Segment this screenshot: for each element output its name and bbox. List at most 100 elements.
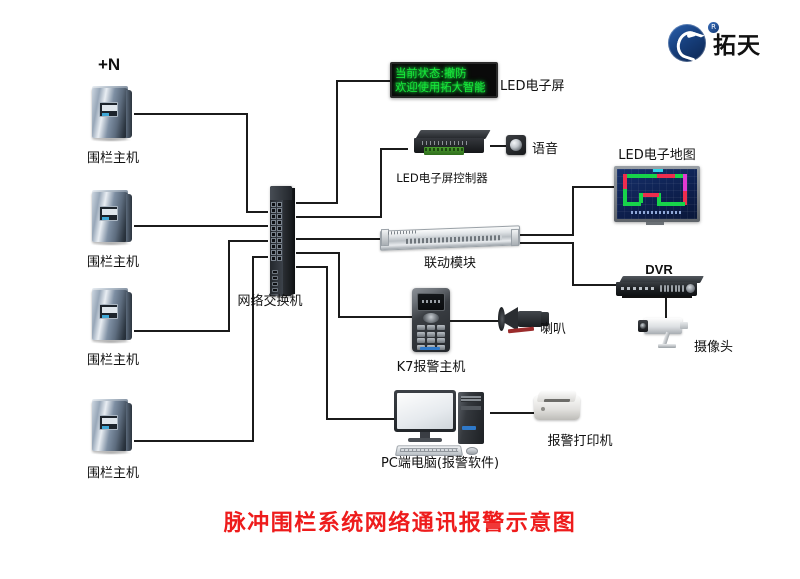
camera-lens bbox=[638, 320, 648, 332]
device-display-panel bbox=[99, 304, 118, 319]
fence-host-label-4: 围栏主机 bbox=[86, 466, 140, 481]
dvr-label: DVR bbox=[645, 262, 673, 277]
wire-switch-led-v bbox=[336, 80, 338, 204]
led-controller-label: LED电子屏控制器 bbox=[396, 171, 488, 185]
wire-fence4-h bbox=[134, 440, 254, 442]
dvr-brand-text bbox=[621, 287, 655, 290]
wire-k7-horn bbox=[450, 320, 502, 322]
voice-speaker-device[interactable] bbox=[506, 135, 526, 155]
wire-linkage-dvr-v bbox=[572, 242, 574, 286]
wire-linkage-map-h1 bbox=[520, 234, 574, 236]
k7-alarm-host-label: K7报警主机 bbox=[396, 360, 466, 375]
brand-wordmark: 拓天 bbox=[713, 33, 761, 59]
k7-navigation-pad[interactable] bbox=[423, 313, 439, 323]
horn-speaker-device[interactable] bbox=[498, 304, 550, 334]
device-side bbox=[126, 90, 132, 138]
device-shadow bbox=[90, 451, 132, 455]
dvr-base-shadow bbox=[622, 296, 692, 298]
wire-fence3-v bbox=[228, 240, 230, 332]
pc-workstation-device[interactable] bbox=[394, 390, 490, 458]
wire-fence4-v bbox=[252, 256, 254, 442]
horn-mouth bbox=[498, 307, 505, 331]
map-perimeter-seg bbox=[675, 174, 687, 178]
map-perimeter-seg bbox=[657, 193, 661, 203]
horn-label: 喇叭 bbox=[540, 322, 567, 337]
wire-fence1-v bbox=[246, 113, 248, 213]
dvr-jog-knob[interactable] bbox=[686, 284, 695, 293]
map-perimeter-seg bbox=[683, 174, 687, 192]
wire-pc-printer bbox=[490, 412, 536, 414]
plus-n-marker: +N bbox=[98, 55, 121, 74]
controller-terminal-block bbox=[424, 147, 464, 155]
wire-switch-led-h2 bbox=[336, 80, 392, 82]
led-screen-line-1: 当前状态:撤防 bbox=[395, 66, 467, 80]
camera-device[interactable] bbox=[638, 318, 692, 352]
fence-host-device-1[interactable] bbox=[88, 86, 134, 142]
registered-trademark-icon: R bbox=[708, 22, 719, 33]
map-perimeter-seg bbox=[639, 193, 643, 203]
led-screen-label: LED电子屏 bbox=[500, 79, 565, 94]
dvr-device[interactable] bbox=[616, 276, 704, 300]
wire-fence4-in bbox=[252, 256, 268, 258]
map-perimeter-seg bbox=[639, 193, 659, 197]
printer-label: 报警打印机 bbox=[547, 434, 613, 449]
device-side bbox=[126, 292, 132, 340]
dvr-button-row[interactable] bbox=[660, 285, 684, 292]
fence-host-device-2[interactable] bbox=[88, 190, 134, 246]
network-switch-label: 网络交换机 bbox=[237, 294, 303, 309]
map-header-bar bbox=[653, 169, 663, 172]
device-shadow bbox=[90, 340, 132, 344]
led-display-screen[interactable]: 当前状态:撤防 欢迎使用拓大智能 bbox=[390, 62, 498, 98]
wire-switch-ctrl-h1 bbox=[296, 216, 382, 218]
wire-linkage-dvr-h2 bbox=[572, 284, 616, 286]
monitor-screen bbox=[397, 393, 453, 429]
wire-dvr-camera bbox=[665, 298, 667, 326]
map-perimeter-seg bbox=[657, 174, 675, 178]
pc-tower bbox=[458, 392, 484, 444]
k7-alarm-host-device[interactable] bbox=[412, 288, 450, 352]
wire-fence2-h bbox=[134, 225, 268, 227]
monitor bbox=[394, 390, 456, 432]
linkage-module-label: 联动模块 bbox=[423, 256, 477, 271]
wire-fence1-in bbox=[246, 211, 268, 213]
brand-logo: R 拓天 bbox=[668, 22, 761, 62]
fence-host-label-2: 围栏主机 bbox=[86, 255, 140, 270]
device-display-panel bbox=[99, 415, 118, 430]
led-electronic-map-device[interactable] bbox=[614, 166, 700, 225]
wire-fence3-in bbox=[228, 240, 268, 242]
map-bezel bbox=[614, 166, 700, 222]
fence-host-device-3[interactable] bbox=[88, 288, 134, 344]
network-switch-device[interactable] bbox=[264, 186, 298, 296]
map-perimeter-seg bbox=[683, 191, 687, 205]
camera-rear-housing bbox=[680, 322, 688, 329]
wire-ctrl-voice bbox=[490, 145, 508, 147]
device-shadow bbox=[90, 138, 132, 142]
linkage-module-device[interactable] bbox=[380, 225, 520, 251]
device-display-panel bbox=[99, 102, 118, 117]
wire-linkage-map-v bbox=[572, 186, 574, 236]
fence-host-label-3: 围栏主机 bbox=[86, 353, 140, 368]
monitor-stand-base bbox=[408, 438, 442, 442]
voice-label: 语音 bbox=[532, 142, 559, 157]
k7-screen bbox=[417, 293, 445, 311]
wire-fence3-h bbox=[134, 330, 230, 332]
alarm-printer-device[interactable] bbox=[534, 390, 580, 422]
wire-switch-k7-h2 bbox=[338, 316, 412, 318]
wire-switch-pc-v bbox=[326, 266, 328, 420]
dvr-front-panel bbox=[616, 282, 697, 296]
map-perimeter-seg bbox=[623, 174, 657, 178]
k7-keypad[interactable] bbox=[417, 325, 445, 350]
fence-host-device-4[interactable] bbox=[88, 399, 134, 455]
linkage-ear-right bbox=[511, 228, 519, 247]
printer-button[interactable] bbox=[541, 407, 545, 411]
wire-switch-pc-h2 bbox=[326, 418, 394, 420]
mouse[interactable] bbox=[466, 447, 478, 455]
map-perimeter-seg bbox=[657, 202, 685, 206]
tuotian-emblem-icon: R bbox=[668, 22, 719, 62]
map-screen bbox=[617, 169, 697, 219]
monitor-stand-neck bbox=[420, 432, 430, 439]
switch-top-cap bbox=[270, 186, 292, 200]
led-controller-device[interactable] bbox=[414, 130, 491, 156]
wire-switch-pc-h1 bbox=[296, 266, 328, 268]
